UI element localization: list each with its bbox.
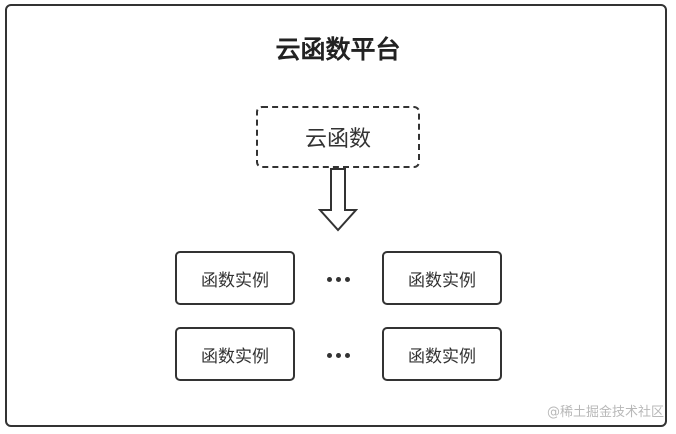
ellipsis-icon	[318, 269, 358, 289]
function-instance-label: 函数实例	[201, 346, 269, 367]
ellipsis-icon	[318, 345, 358, 365]
cloud-function-node: 云函数	[256, 106, 420, 168]
cloud-function-label: 云函数	[304, 127, 371, 152]
watermark-text: @稀土掘金技术社区	[546, 405, 664, 420]
function-instance-node: 函数实例	[382, 327, 502, 381]
function-instance-label: 函数实例	[408, 270, 476, 291]
function-instance-label: 函数实例	[408, 346, 476, 367]
function-instance-node: 函数实例	[175, 251, 295, 305]
down-arrow-icon	[318, 168, 358, 232]
function-instance-node: 函数实例	[175, 327, 295, 381]
function-instance-label: 函数实例	[201, 270, 269, 291]
diagram-title: 云函数平台	[275, 35, 401, 64]
function-instance-node: 函数实例	[382, 251, 502, 305]
